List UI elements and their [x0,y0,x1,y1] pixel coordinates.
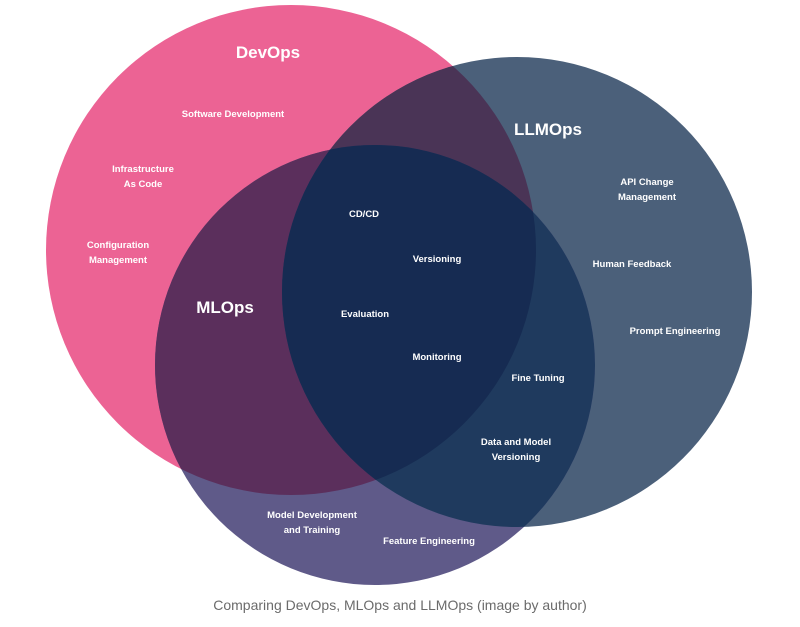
item-human-feedback: Human Feedback [593,259,672,270]
item-monitoring: Monitoring [412,352,461,363]
item-cd-cd: CD/CD [349,209,379,220]
llmops-title: LLMOps [514,120,582,139]
figure-caption: Comparing DevOps, MLOps and LLMOps (imag… [213,597,587,613]
item-prompt-engineering: Prompt Engineering [630,326,721,337]
item-versioning: Versioning [413,254,462,265]
mlops-title: MLOps [196,298,254,317]
item-fine-tuning: Fine Tuning [511,373,564,384]
devops-title: DevOps [236,43,300,62]
item-feature-engineering: Feature Engineering [383,536,475,547]
venn-diagram: DevOps LLMOps MLOps Software Development… [46,5,752,585]
item-software-development: Software Development [182,109,285,120]
item-evaluation: Evaluation [341,309,389,320]
